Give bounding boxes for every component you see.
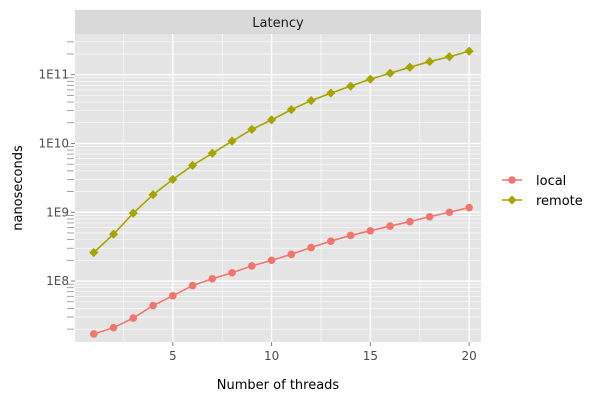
chart-title: Latency (252, 16, 304, 31)
remote-point (89, 247, 99, 258)
remote-point (464, 46, 474, 56)
local-point (307, 243, 315, 252)
series-local (89, 203, 473, 338)
remote-point (108, 229, 119, 239)
remote-point (128, 208, 138, 218)
remote-point (306, 95, 316, 106)
local-point (188, 281, 197, 290)
remote-point (148, 190, 158, 200)
local-point (425, 212, 434, 221)
remote-point (227, 136, 237, 146)
remote-point (286, 105, 296, 115)
local-point (287, 250, 296, 259)
local-point (208, 274, 217, 283)
series-remote (89, 46, 474, 258)
axes: 1E8 1E9 1E10 1E11 5 10 15 20 (39, 41, 477, 363)
local-point (129, 314, 138, 322)
local-point (366, 227, 375, 235)
local-point (89, 330, 98, 338)
remote-point (187, 160, 198, 170)
remote-point (207, 148, 217, 158)
local-point (168, 292, 177, 300)
local-point (248, 262, 256, 270)
local-point (445, 208, 454, 217)
legend-label: local (536, 174, 566, 189)
plot-panel (75, 34, 481, 342)
local-point (406, 217, 414, 226)
local-point (149, 301, 157, 310)
local-point (228, 268, 236, 277)
remote-point (247, 124, 257, 135)
legend-key-marker (507, 195, 517, 205)
remote-point (385, 68, 395, 78)
remote-point (405, 62, 415, 72)
local-point (465, 203, 473, 212)
x-tick-label: 5 (169, 349, 177, 363)
y-tick-label: 1E11 (39, 68, 70, 82)
remote-point (326, 88, 336, 98)
local-point (327, 237, 335, 245)
x-tick-label: 20 (462, 349, 477, 363)
local-point (386, 222, 394, 230)
grid-lines (75, 34, 481, 342)
legend-label: remote (536, 194, 583, 209)
local-point (267, 256, 276, 265)
legend-item-remote: remote (502, 194, 583, 209)
y-tick-label: 1E10 (39, 136, 70, 150)
y-tick-label: 1E8 (46, 274, 69, 288)
remote-point (346, 81, 356, 91)
legend-key-marker (508, 176, 516, 184)
x-tick-label: 10 (264, 349, 279, 363)
remote-point (168, 174, 178, 185)
remote-point (365, 74, 375, 84)
x-axis-title: Number of threads (217, 378, 340, 393)
facet-strip (75, 10, 481, 34)
remote-point (444, 52, 454, 62)
local-point (346, 231, 355, 240)
remote-point (266, 115, 277, 125)
y-axis-title: nanoseconds (11, 145, 26, 231)
legend: local remote (502, 174, 583, 209)
legend-item-local: local (502, 174, 566, 189)
x-tick-label: 15 (363, 349, 378, 363)
local-point (109, 323, 118, 332)
series-layer (89, 46, 474, 338)
y-tick-label: 1E9 (46, 205, 69, 219)
remote-point (425, 56, 435, 67)
